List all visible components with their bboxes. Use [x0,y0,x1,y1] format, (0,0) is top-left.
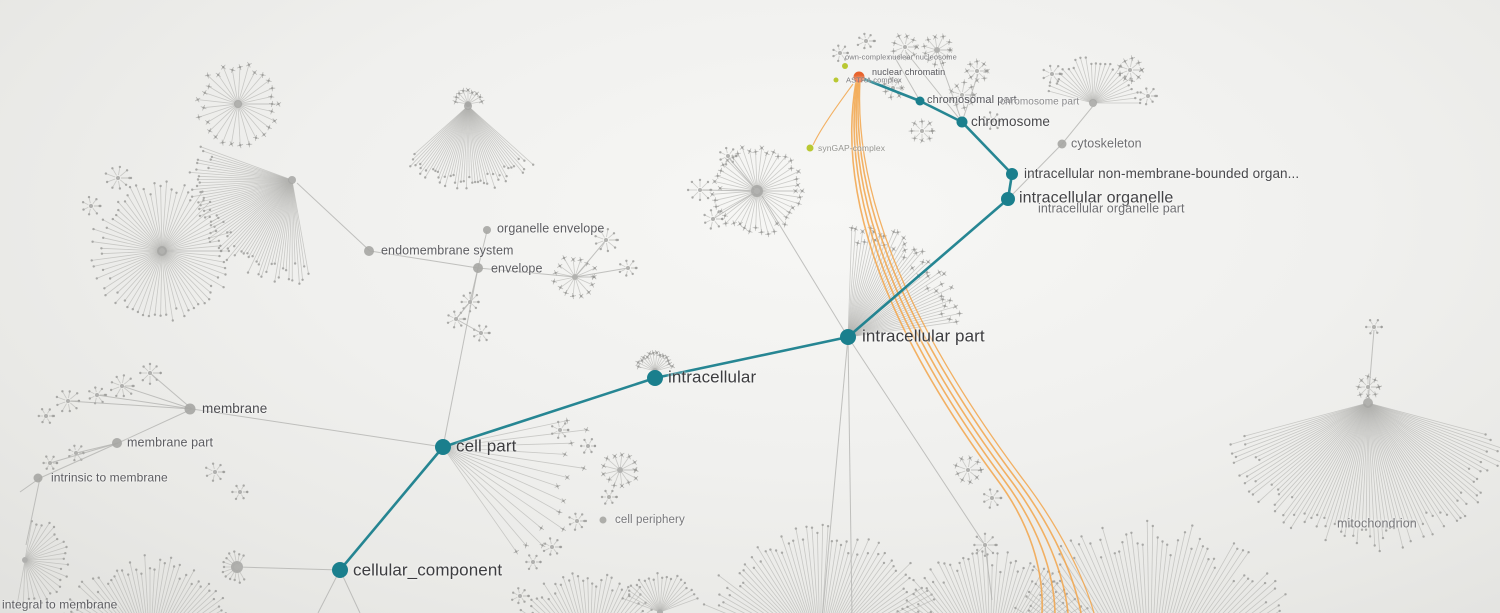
term-node-cell-part[interactable] [435,439,451,455]
collapsed-subtree-clusters [16,32,1500,613]
term-node-gray[interactable] [599,516,607,524]
label-chromosome[interactable]: chromosome [971,114,1051,130]
label-astra-complex[interactable]: ASTRA complex [846,75,902,85]
label-cell-periphery[interactable]: cell periphery [615,513,685,526]
gray-edges [19,51,1375,613]
label-own-complex[interactable]: own-complex [845,52,891,62]
label-intracellular[interactable]: intracellular [668,367,757,387]
term-node-intracellular-non-membrane-bounded-organelle[interactable] [1006,168,1018,180]
term-node-cellular-component[interactable] [332,562,348,578]
label-organelle-envelope[interactable]: organelle envelope [497,221,605,236]
term-node-gray[interactable] [364,246,374,256]
label-membrane[interactable]: membrane [202,401,268,417]
term-node-complex[interactable] [833,77,839,83]
label-intracellular-organelle[interactable]: intracellular organelle [1019,189,1174,207]
label-integral-to-membrane[interactable]: integral to membrane [2,597,118,612]
term-node-chromosome[interactable] [956,116,968,128]
term-node-gray[interactable] [1057,139,1067,149]
label-chromosomal-part[interactable]: chromosomal part [927,93,1017,106]
term-node-gray[interactable] [112,438,122,448]
term-node-gray[interactable] [473,263,483,273]
label-cellular-component[interactable]: cellular_component [353,560,503,580]
label-intracellular-organelle-part[interactable]: intracellular organelle part [1038,201,1185,216]
term-node-chromosomal-part[interactable] [915,96,925,106]
label-cell-part[interactable]: cell part [456,436,517,456]
label-intracellular-part[interactable]: intracellular part [862,326,985,346]
highlighted-path-edges [339,75,1014,571]
label-intracellular-non-membrane-bounded-organelle[interactable]: intracellular non-membrane-bounded organ… [1024,166,1300,182]
label-syngap-complex[interactable]: synGAP-complex [818,142,886,153]
label-envelope[interactable]: envelope [491,261,543,276]
orange-association-edges [812,81,1095,613]
term-node-complex[interactable] [842,63,848,69]
label-endomembrane-system[interactable]: endomembrane system [381,243,514,258]
label-membrane-part[interactable]: membrane part [127,435,214,450]
term-node-intracellular-organelle[interactable] [1001,192,1015,206]
term-node-chromatin-highlight[interactable] [853,71,865,83]
term-node-intracellular[interactable] [647,370,663,386]
term-node-gray[interactable] [33,473,43,483]
term-node-gray[interactable] [483,226,491,234]
label-intrinsic-to-membrane[interactable]: intrinsic to membrane [51,470,168,485]
nodes [33,63,1067,578]
label-chromosome-part[interactable]: chromosome part [1000,96,1080,108]
label-nuclear-nucleosome[interactable]: nuclear nucleosome [888,52,957,62]
term-node-complex[interactable] [806,144,814,152]
label-mitochondrion[interactable]: mitochondrion [1337,516,1417,531]
term-node-gray[interactable] [184,403,196,415]
label-nuclear-chromatin[interactable]: nuclear chromatin [872,66,946,77]
label-cytoskeleton[interactable]: cytoskeleton [1071,136,1142,151]
term-node-intracellular-part[interactable] [840,329,856,345]
